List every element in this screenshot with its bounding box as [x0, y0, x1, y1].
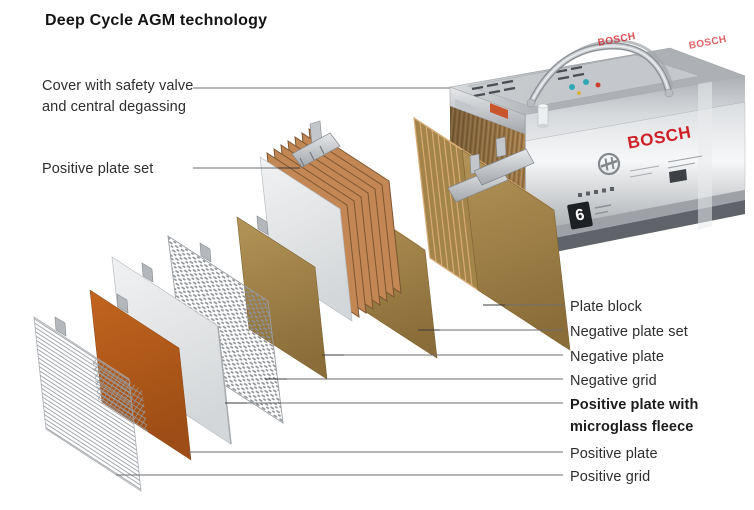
label-positive-grid: Positive grid [570, 469, 651, 485]
plate-lug [141, 262, 154, 283]
label-negative-plate-set: Negative plate set [570, 324, 688, 340]
indicator-dot [595, 82, 601, 88]
positive-plate-set-stack [259, 120, 402, 322]
label-plate-block: Plate block [570, 299, 643, 315]
plate-lug [54, 316, 67, 337]
label-negative-grid: Negative grid [570, 373, 657, 389]
terminal-post [537, 103, 549, 129]
indicator-dot [583, 79, 589, 85]
label-positive-plate: Positive plate [570, 446, 658, 462]
positive-grid-sheet [33, 316, 148, 492]
label-positive-plate-fleece: Positive plate with microglass fleece [570, 397, 699, 435]
plate-lug [199, 242, 212, 263]
label-positive-plate-set: Positive plate set [42, 161, 154, 177]
page-title: Deep Cycle AGM technology [45, 12, 268, 29]
cell-connector-strap [291, 120, 341, 168]
indicator-dot [577, 91, 581, 95]
label-cover: Cover with safety valve and central dega… [42, 78, 194, 115]
carry-handle [526, 39, 674, 108]
cell-connector-strap [447, 136, 535, 203]
plate-lug [116, 293, 129, 314]
leader-lines [116, 87, 563, 476]
bosch-logo-icon [597, 152, 621, 176]
plate-block-stack [413, 117, 571, 351]
label-negative-plate: Negative plate [570, 349, 665, 365]
label-fine-print [578, 155, 703, 215]
battery-type-badge: 6 [566, 201, 594, 230]
indicator-dot [569, 84, 575, 90]
vent-slots [471, 65, 585, 98]
plate-lug [256, 215, 269, 236]
